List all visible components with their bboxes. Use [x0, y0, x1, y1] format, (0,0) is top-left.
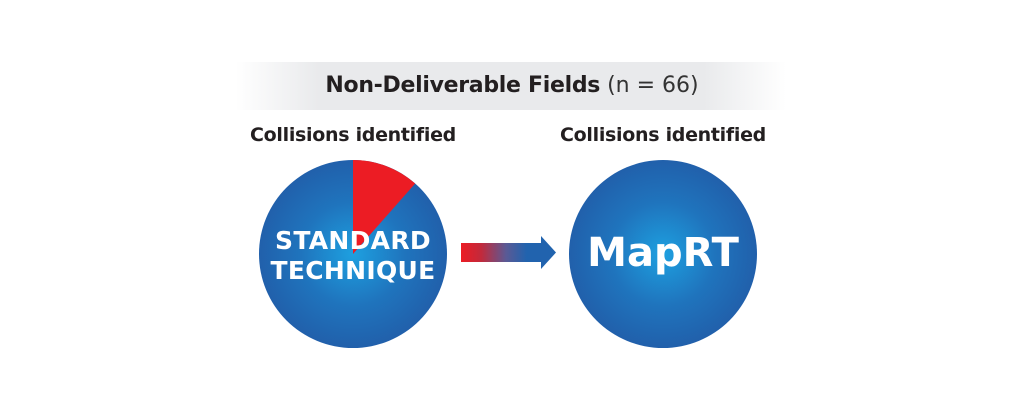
arrow-right-icon	[541, 236, 556, 269]
arrow-shaft	[461, 243, 543, 262]
circle-text-maprt: MapRT	[587, 230, 739, 276]
collision-slice	[353, 159, 416, 254]
page-title: Non-Deliverable Fields (n = 66)	[325, 73, 699, 98]
left-label: Collisions identified	[250, 124, 456, 146]
maprt-circle	[569, 160, 757, 348]
title-banner	[236, 62, 786, 110]
circle-text-standard: STANDARD	[275, 226, 431, 255]
right-label: Collisions identified	[560, 124, 766, 146]
circle-text-technique: TECHNIQUE	[270, 256, 436, 285]
